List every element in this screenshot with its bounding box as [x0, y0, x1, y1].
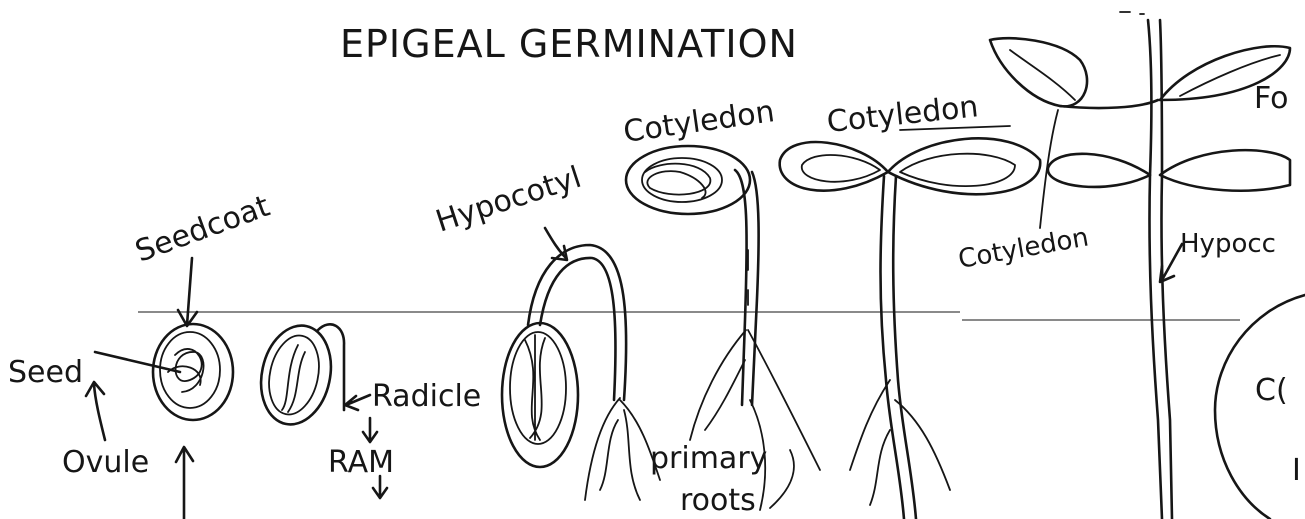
seed-coat-arrow: [178, 258, 197, 326]
label-primary-roots-1: primary: [650, 441, 767, 476]
label-ovule: Ovule: [62, 445, 149, 480]
label-hypocotyl-cut: Hypocc: [1180, 229, 1276, 259]
seed-pointer-line: [95, 352, 180, 372]
label-cotyledon-stage4: Cotyledon: [825, 89, 980, 140]
stage-6-seedling: [990, 12, 1290, 519]
stage-5-open-cotyledons: [780, 138, 1041, 519]
diagram-title: EPIGEAL GERMINATION: [340, 22, 798, 66]
label-circle-cut-1: C(: [1255, 373, 1288, 408]
primary-roots-bracket: [770, 450, 794, 508]
ovule-up-arrow: [176, 447, 193, 519]
label-seed: Seed: [8, 355, 83, 390]
hypocotyl-arrow: [545, 228, 567, 260]
label-seed-coat: Seedcoat: [131, 189, 275, 270]
label-cotyledon-stage5: Cotyledon: [956, 222, 1091, 274]
label-primary-roots-2: roots: [680, 483, 756, 518]
stage-1-seed: [153, 324, 233, 420]
ovule-arrow: [86, 382, 105, 440]
ram-down-arrow: [363, 418, 377, 442]
label-radicle: Radicle: [372, 379, 481, 414]
label-foliage-cut: Fo: [1254, 81, 1289, 116]
label-ram: RAM: [328, 445, 394, 480]
cropped-circle: C( I: [1215, 295, 1305, 519]
soil-line: [138, 312, 1240, 320]
label-circle-cut-2: I: [1292, 453, 1301, 488]
stage-3-hypocotyl-hook: [502, 245, 660, 500]
stage-2-seed-radicle: [252, 319, 344, 431]
label-cotyledon-stage3: Cotyledon: [621, 94, 776, 150]
label-hypocotyl: Hypocotyl: [432, 160, 586, 240]
radicle-arrow: [345, 395, 370, 410]
